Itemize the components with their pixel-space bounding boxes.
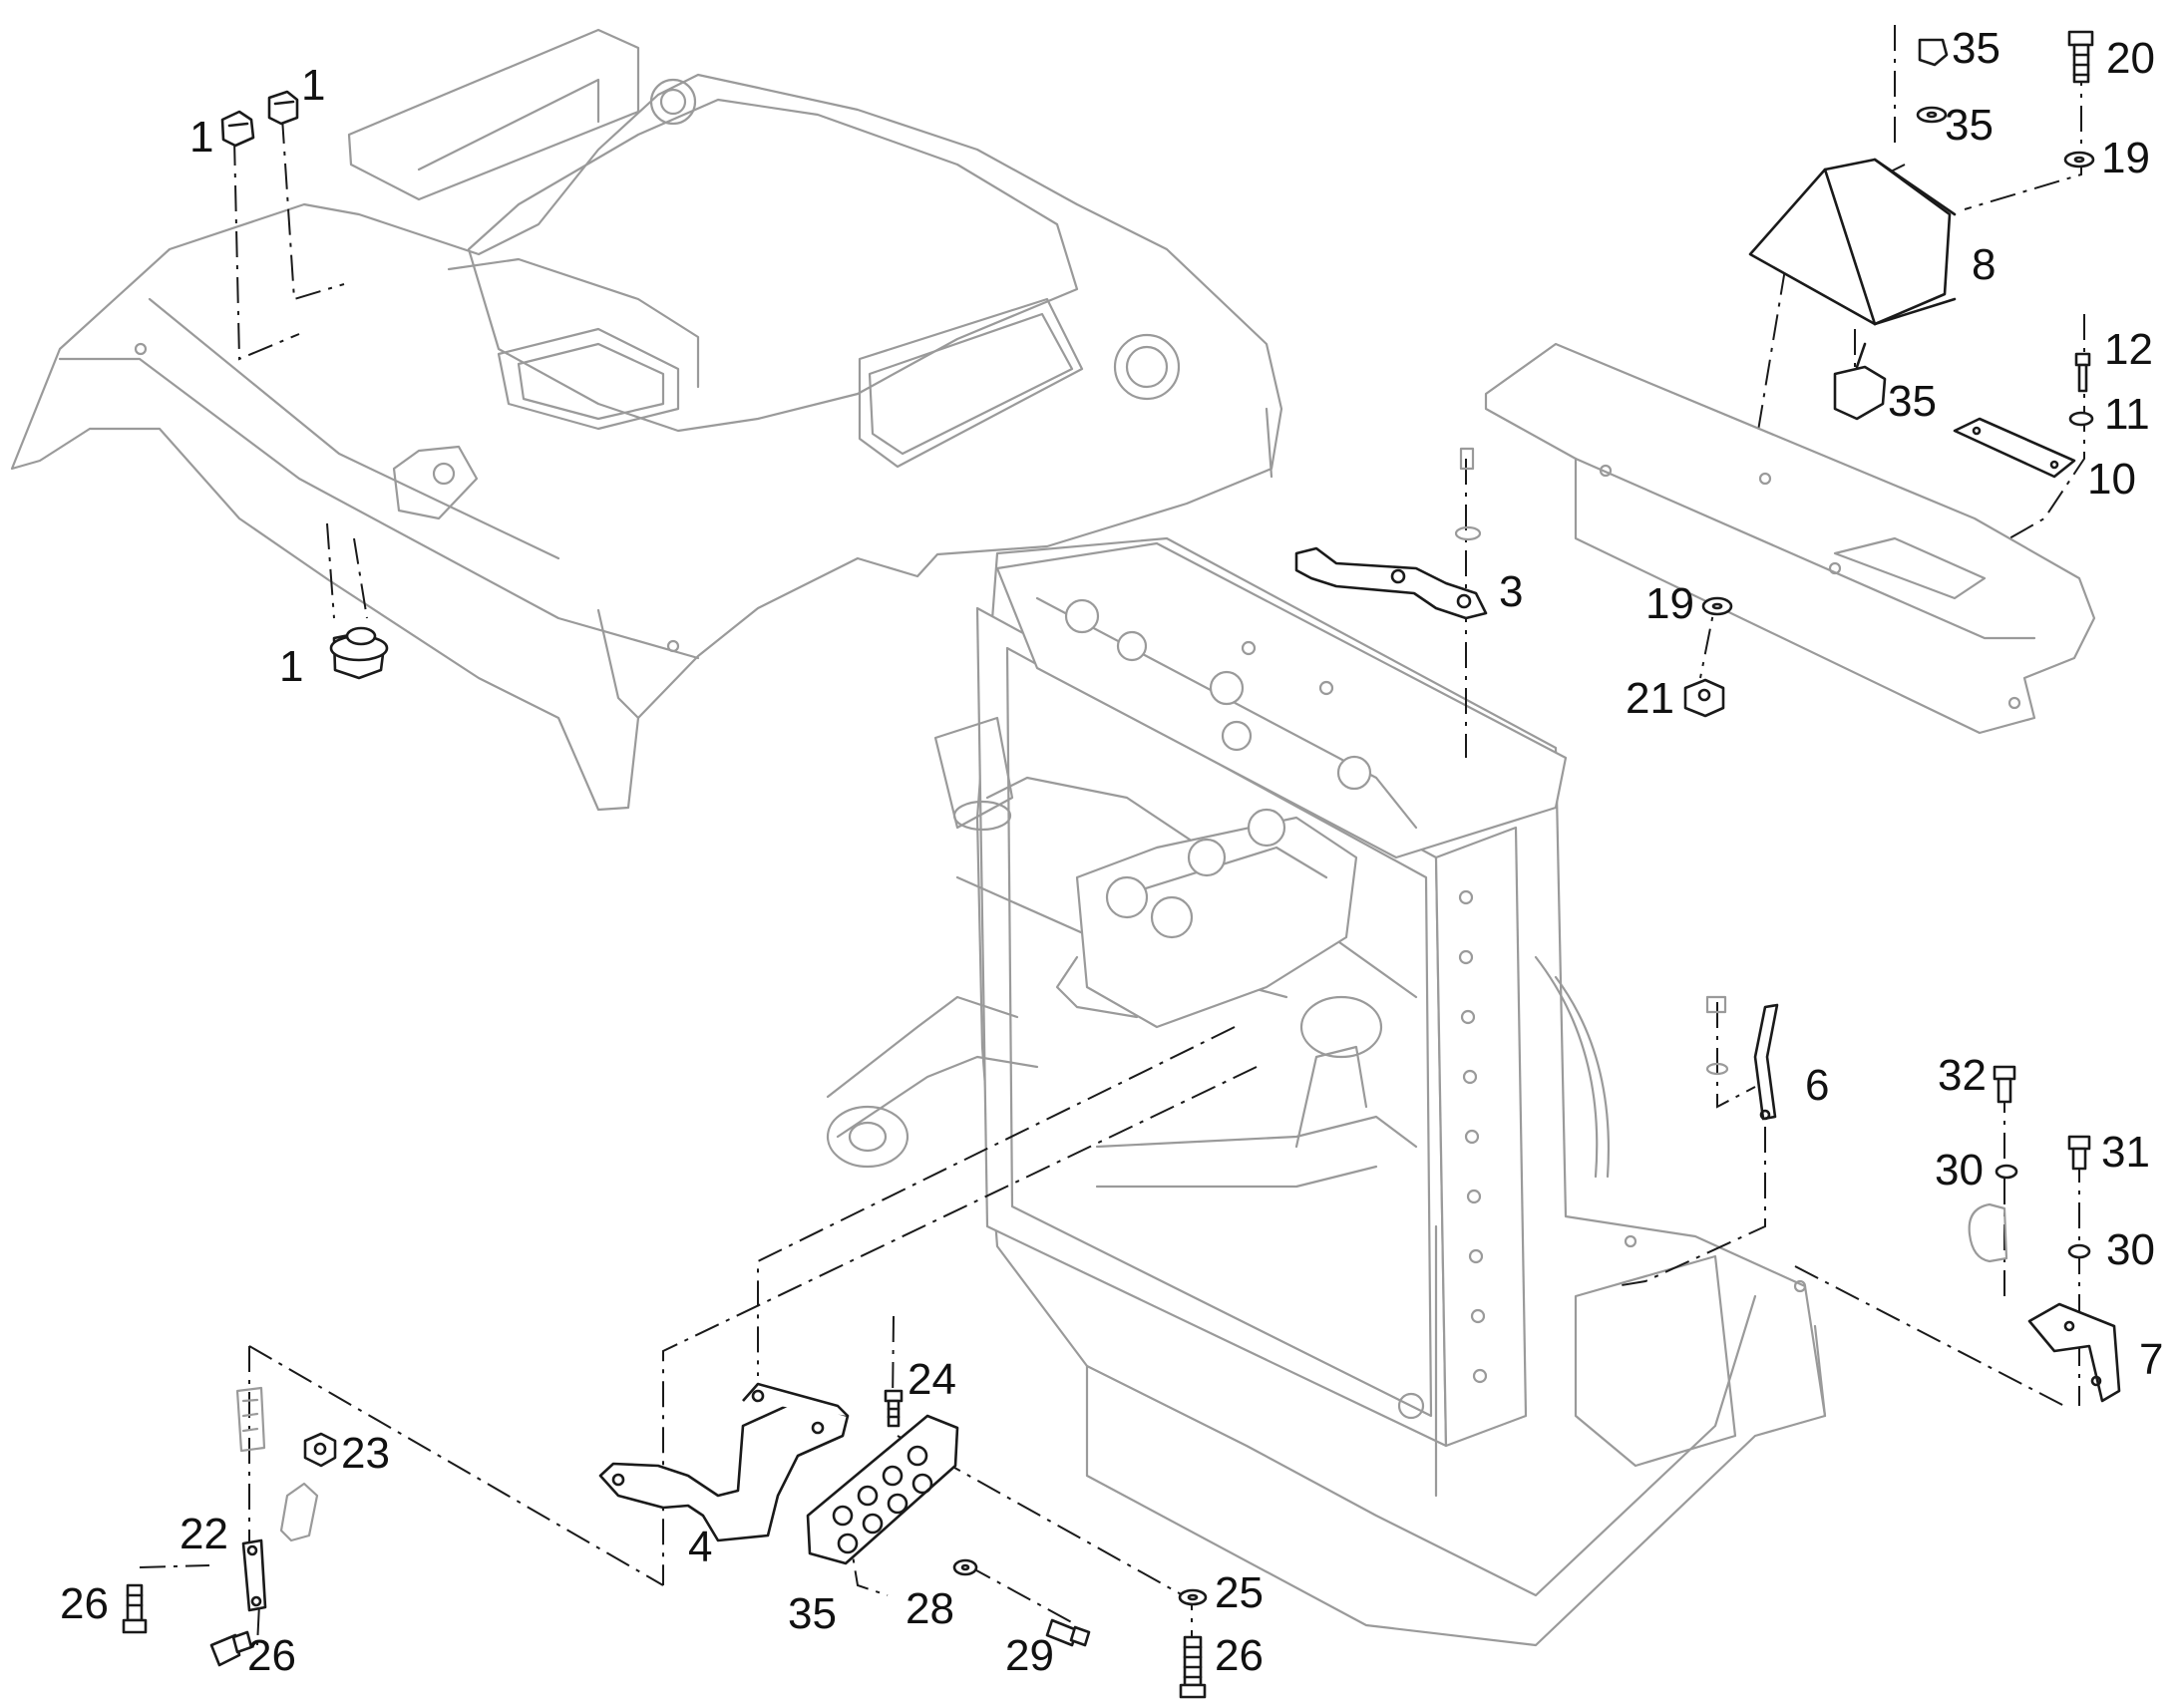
part-26-bolt-lower: [209, 1630, 253, 1667]
clip-grey-lower: [279, 1482, 319, 1542]
callout-7: 7: [2139, 1335, 2163, 1384]
part-35-grommet-block: [806, 1414, 959, 1565]
part-22-link: [241, 1538, 267, 1612]
callout-26: 26: [1215, 1631, 1264, 1680]
part-23-nut: [303, 1432, 337, 1468]
callout-6: 6: [1805, 1061, 1829, 1110]
callout-35: 35: [1945, 101, 1994, 150]
clamp-bracket: [1968, 1202, 2008, 1263]
callout-26: 26: [60, 1579, 109, 1628]
part-30-washer-right: [2067, 1243, 2091, 1259]
mounting-bar: [1484, 342, 2096, 735]
callout-11: 11: [2104, 390, 2150, 439]
part-35-nut-top: [1918, 38, 1949, 67]
callout-35: 35: [1952, 24, 2000, 73]
callout-30: 30: [2106, 1225, 2155, 1274]
part-8-cover: [1748, 158, 1957, 326]
part-4-bracket: [598, 1382, 850, 1542]
callout-28: 28: [906, 1584, 954, 1633]
callout-1: 1: [279, 642, 303, 691]
callout-4: 4: [688, 1523, 712, 1571]
clip-grey-upper: [235, 1386, 266, 1453]
callout-19: 19: [2101, 134, 2150, 182]
callout-35: 35: [788, 1589, 837, 1638]
callout-1: 1: [189, 113, 213, 162]
part-31-bolt: [2067, 1135, 2091, 1171]
grommet-holes: [832, 1445, 933, 1554]
part-7-bracket: [2027, 1302, 2121, 1403]
part-1-clip-right: [267, 90, 299, 126]
part-1-fasteners: [220, 90, 389, 680]
callout-26: 26: [247, 1631, 296, 1680]
part-35-washer-top: [1916, 106, 1948, 124]
callout-1: 1: [301, 61, 325, 110]
part-19-washer: [1701, 596, 1733, 616]
part-21-nut: [1683, 678, 1725, 718]
radiator-engine-assembly: [826, 536, 1827, 1647]
part-3-bracket: [1294, 447, 1488, 620]
callout-22: 22: [180, 1510, 228, 1558]
radiator-side-bolts: [1458, 889, 1488, 1384]
callout-20: 20: [2106, 34, 2155, 83]
part-11-washer: [2068, 411, 2094, 427]
callout-30: 30: [1935, 1146, 1984, 1195]
callout-25: 25: [1215, 1568, 1264, 1617]
callout-31: 31: [2101, 1128, 2150, 1177]
callout-8: 8: [1972, 240, 1996, 289]
callout-32: 32: [1938, 1051, 1987, 1100]
part-6-strap: [1705, 995, 1779, 1121]
part-1-grommet: [329, 626, 389, 680]
part-32-bolt: [1993, 1065, 2016, 1104]
part-24-bolt: [884, 1389, 904, 1428]
part-26-bolt-left: [122, 1583, 148, 1634]
part-20-bolt: [2067, 30, 2094, 84]
part-35-clip: [1833, 342, 1887, 421]
part-25-washer: [1178, 1588, 1208, 1606]
part-30-washer-left: [1995, 1164, 2018, 1180]
part-26-bolt-right: [1179, 1635, 1207, 1699]
callout-29: 29: [1005, 1631, 1054, 1680]
part-19-washer-top: [2063, 151, 2095, 169]
top-rail-pulleys: [1064, 598, 1372, 791]
callout-labels: 1 1 1 3 4 6 7 8 10 11 12 19 19 20 21 22 …: [60, 24, 2163, 1680]
callout-12: 12: [2104, 325, 2153, 374]
part-28-washer: [952, 1558, 978, 1576]
part-1-clip-left: [220, 110, 255, 148]
callout-23: 23: [341, 1429, 390, 1478]
callout-3: 3: [1499, 567, 1523, 616]
callout-19: 19: [1645, 579, 1694, 628]
callout-24: 24: [908, 1355, 956, 1404]
part-10-plate: [1953, 417, 2076, 479]
callout-35: 35: [1888, 377, 1937, 426]
engine-hood-cover: [10, 28, 1283, 812]
part-12-screw: [2074, 352, 2091, 393]
callout-10: 10: [2087, 455, 2136, 504]
callout-21: 21: [1626, 674, 1674, 723]
part-29-screw: [1045, 1618, 1091, 1647]
